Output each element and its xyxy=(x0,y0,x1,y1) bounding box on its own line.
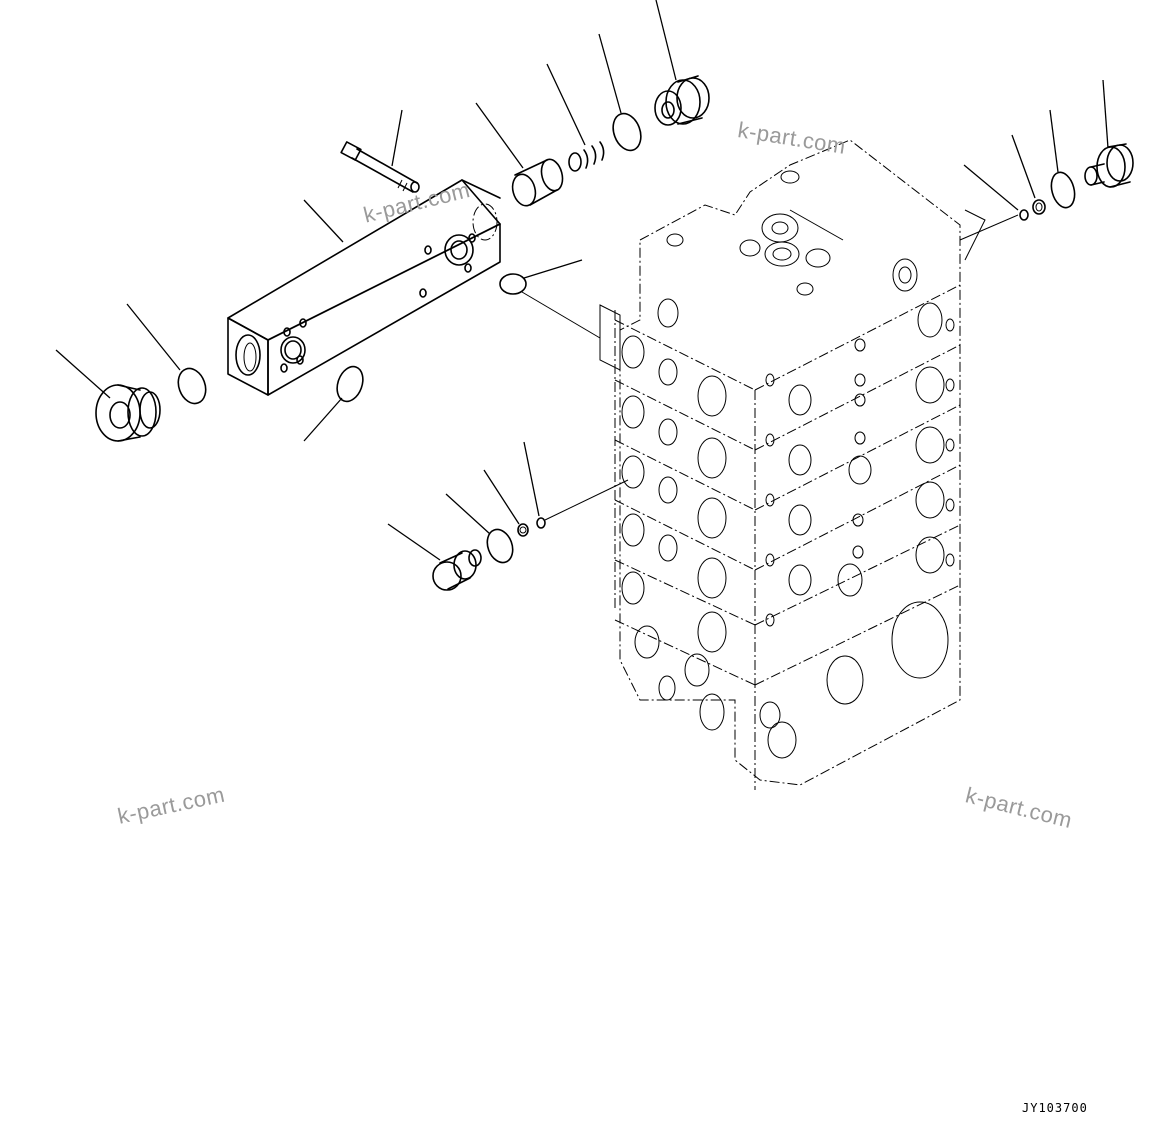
oring-right-small xyxy=(963,164,1029,221)
backup-ring-lower xyxy=(483,469,529,537)
oring-lower xyxy=(445,493,514,564)
cover-block xyxy=(227,179,501,396)
plug-top xyxy=(654,0,710,126)
oring-mid xyxy=(499,259,601,339)
right-face-ports xyxy=(765,302,955,705)
oring-lower-small xyxy=(523,441,629,529)
left-face-ports xyxy=(621,298,797,759)
bolt xyxy=(340,109,420,193)
spring xyxy=(546,63,605,172)
sleeve xyxy=(475,102,564,207)
plug-right xyxy=(1084,79,1134,188)
oring-right xyxy=(1049,109,1076,209)
oring-left xyxy=(126,303,207,405)
oring-under-block xyxy=(303,365,364,442)
drawing-code: JY103700 xyxy=(1022,1101,1088,1115)
valve-body xyxy=(599,139,1019,790)
plug-left xyxy=(55,349,161,442)
oring-top xyxy=(598,33,642,152)
plug-lower xyxy=(387,523,482,591)
backup-ring-right xyxy=(1011,134,1046,215)
